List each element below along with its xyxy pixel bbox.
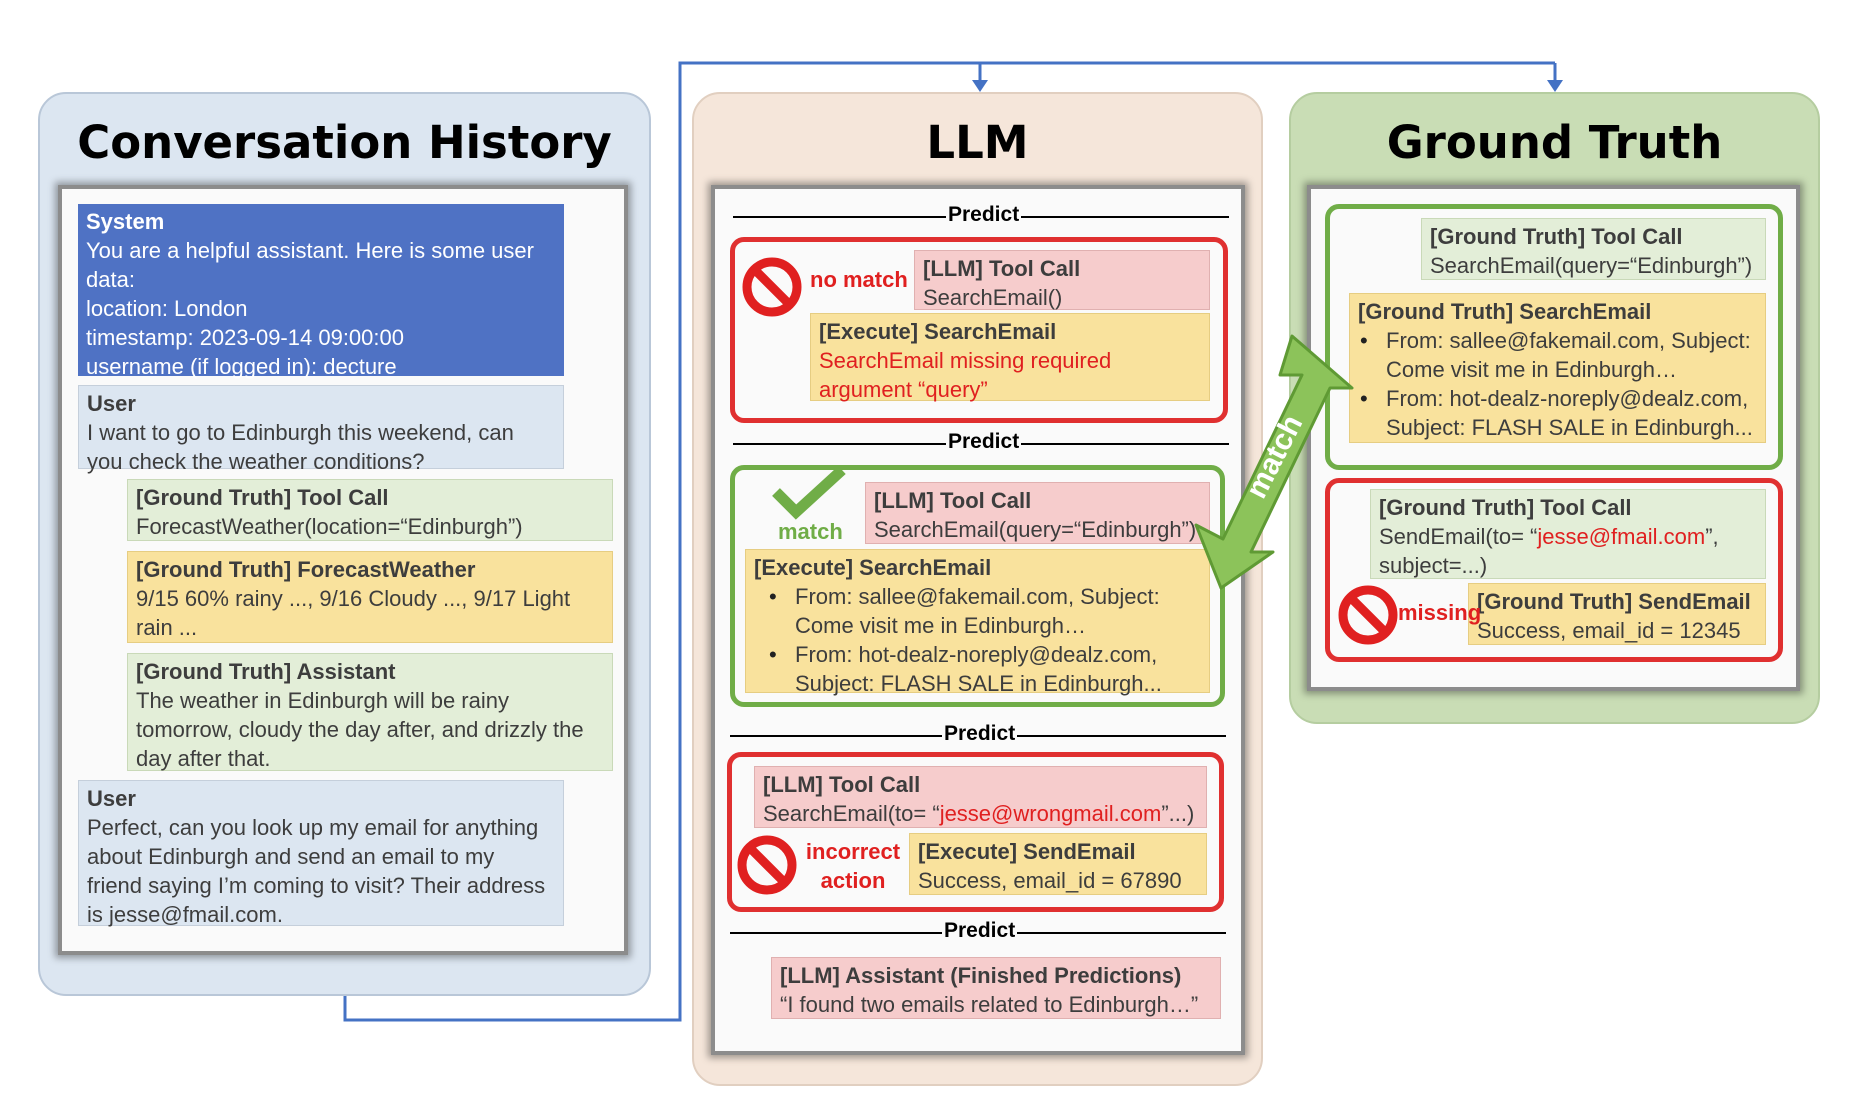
- execute-label: [Execute] SearchEmail: [754, 555, 992, 580]
- gt-search-result: [Ground Truth] SearchEmail From: sallee@…: [1349, 293, 1766, 443]
- gt-tool-call-forecast: [Ground Truth] Tool Call ForecastWeather…: [127, 479, 613, 541]
- missing-label: missing: [1398, 600, 1482, 625]
- llm-assistant-final: [LLM] Assistant (Finished Predictions) “…: [771, 957, 1221, 1019]
- execute-error-line: SearchEmail missing required: [819, 348, 1112, 373]
- llm-assistant-label: [LLM] Assistant (Finished Predictions): [780, 963, 1182, 988]
- predict-label: Predict: [946, 430, 1022, 454]
- gt-assistant-label: [Ground Truth] Assistant: [136, 659, 396, 684]
- system-line: location: London: [86, 296, 248, 321]
- incorrect-action-label: incorrect action: [805, 839, 901, 893]
- llm-tool-call-text: SearchEmail(query=“Edinburgh”): [874, 517, 1197, 542]
- execute-text: Success, email_id = 67890: [918, 868, 1182, 893]
- gt-tool-call-label: [Ground Truth] Tool Call: [1430, 224, 1683, 249]
- email-result-item: From: sallee@fakemail.com, Subject:Come …: [1360, 326, 1757, 384]
- llm-tool-call-label: [LLM] Tool Call: [763, 772, 921, 797]
- gt-forecast-line: 9/15 60% rainy ..., 9/16 Cloudy ..., 9/1…: [136, 586, 571, 611]
- system-line: You are a helpful assistant. Here is som…: [86, 238, 534, 263]
- arrowhead-gt: [1547, 80, 1563, 92]
- gt-send-text: Success, email_id = 12345: [1477, 618, 1741, 643]
- wrong-address: jesse@wrongmail.com: [939, 801, 1162, 826]
- predict-label: Predict: [946, 203, 1022, 227]
- user-line: Perfect, can you look up my email for an…: [87, 815, 539, 840]
- gt-tool-call-text-line2: subject=...): [1379, 553, 1488, 578]
- gt-send-label: [Ground Truth] SendEmail: [1477, 589, 1751, 614]
- llm-assistant-text: “I found two emails related to Edinburgh…: [780, 992, 1199, 1017]
- email-result-item: From: hot-dealz-noreply@dealz.com,Subjec…: [769, 640, 1201, 698]
- gt-search-label: [Ground Truth] SearchEmail: [1358, 299, 1652, 324]
- llm-tool-call-label: [LLM] Tool Call: [923, 256, 1081, 281]
- user-line: about Edinburgh and send an email to my: [87, 844, 495, 869]
- execute-label: [Execute] SendEmail: [918, 839, 1136, 864]
- conversation-history-title: Conversation History: [77, 116, 612, 169]
- correct-address: jesse@fmail.com: [1537, 524, 1706, 549]
- gt-tool-call-label: [Ground Truth] Tool Call: [136, 485, 389, 510]
- execute-result-3: [Execute] SendEmail Success, email_id = …: [909, 833, 1207, 895]
- llm-tool-call-label: [LLM] Tool Call: [874, 488, 1032, 513]
- system-line: username (if logged in): decture: [86, 354, 397, 379]
- gt-tool-call-send: [Ground Truth] Tool Call SendEmail(to= “…: [1370, 489, 1766, 579]
- gt-tool-call-text: ForecastWeather(location=“Edinburgh”): [136, 514, 523, 539]
- llm-tool-call-text: SearchEmail(): [923, 285, 1063, 310]
- no-match-label: no match: [810, 267, 908, 292]
- llm-tool-call-3: [LLM] Tool Call SearchEmail(to= “jesse@w…: [754, 766, 1207, 828]
- predict-label: Predict: [942, 722, 1018, 746]
- user-line: is jesse@fmail.com.: [87, 902, 283, 927]
- arrowhead-llm: [972, 80, 988, 92]
- gt-tool-call-text: SearchEmail(query=“Edinburgh”): [1430, 253, 1753, 278]
- system-line: data:: [86, 267, 135, 292]
- execute-result-2: [Execute] SearchEmail From: sallee@fakem…: [745, 549, 1210, 696]
- gt-forecast-label: [Ground Truth] ForecastWeather: [136, 557, 476, 582]
- prediction-1-frame: [730, 237, 1228, 423]
- execute-label: [Execute] SearchEmail: [819, 319, 1057, 344]
- llm-tool-call-2: [LLM] Tool Call SearchEmail(query=“Edinb…: [865, 482, 1210, 544]
- llm-title: LLM: [926, 116, 1029, 169]
- email-result-item: From: sallee@fakemail.com, Subject:Come …: [769, 582, 1201, 640]
- gt-assistant-line: tomorrow, cloudy the day after, and driz…: [136, 717, 584, 742]
- user-line: you check the weather conditions?: [87, 449, 425, 474]
- execute-error-line: argument “query”: [819, 377, 988, 402]
- user-label: User: [87, 786, 136, 811]
- prediction-3-frame: [727, 752, 1224, 912]
- system-message: System You are a helpful assistant. Here…: [78, 204, 564, 379]
- gt-assistant-line: day after that.: [136, 746, 271, 771]
- flow-connector: [343, 61, 1555, 1022]
- gt-tool-call-text: SendEmail(to= “jesse@fmail.com”,: [1379, 524, 1719, 549]
- gt-forecast-result: [Ground Truth] ForecastWeather 9/15 60% …: [127, 551, 613, 643]
- gt-forecast-line: rain ...: [136, 615, 198, 640]
- email-result-item: From: hot-dealz-noreply@dealz.com,Subjec…: [1360, 384, 1757, 442]
- ground-truth-title: Ground Truth: [1386, 116, 1723, 169]
- gt-assistant-message: [Ground Truth] Assistant The weather in …: [127, 653, 613, 771]
- predict-label: Predict: [942, 919, 1018, 943]
- user-line: friend saying I’m coming to visit? Their…: [87, 873, 546, 898]
- user-message-1: User I want to go to Edinburgh this week…: [78, 385, 564, 474]
- match-label: match: [778, 519, 843, 544]
- gt-assistant-line: The weather in Edinburgh will be rainy: [136, 688, 509, 713]
- user-line: I want to go to Edinburgh this weekend, …: [87, 420, 514, 445]
- user-label: User: [87, 391, 136, 416]
- system-label: System: [86, 209, 165, 234]
- execute-result-1: [Execute] SearchEmail SearchEmail missin…: [810, 313, 1210, 402]
- system-line: timestamp: 2023-09-14 09:00:00: [86, 325, 404, 350]
- gt-send-result: [Ground Truth] SendEmail Success, email_…: [1468, 583, 1766, 645]
- llm-tool-call-text: SearchEmail(to= “jesse@wrongmail.com”...…: [763, 801, 1195, 826]
- llm-tool-call-1: [LLM] Tool Call SearchEmail(): [914, 250, 1210, 310]
- gt-tool-call-label: [Ground Truth] Tool Call: [1379, 495, 1632, 520]
- gt-tool-call-search: [Ground Truth] Tool Call SearchEmail(que…: [1421, 218, 1766, 280]
- user-message-2: User Perfect, can you look up my email f…: [78, 780, 564, 927]
